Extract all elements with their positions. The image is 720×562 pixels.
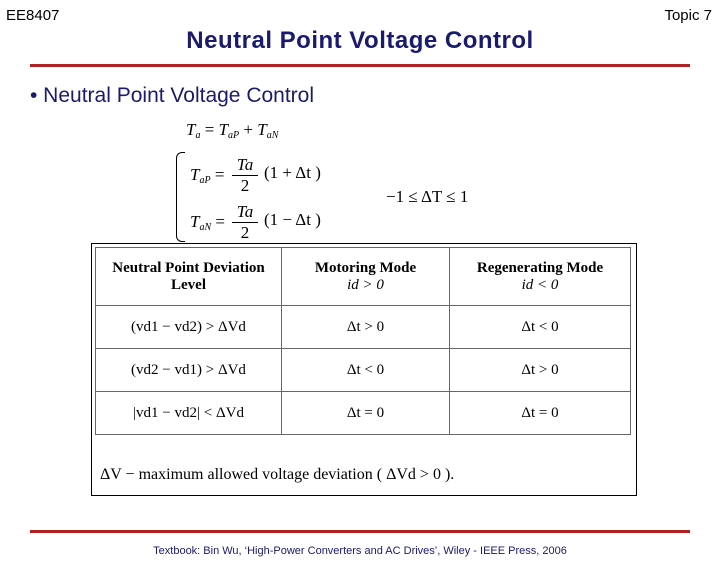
table-cell: |vd1 − vd2| < ΔVd bbox=[95, 391, 282, 435]
header-motoring-mode: Motoring Mode id > 0 bbox=[281, 247, 450, 306]
equation-total-time: Ta = TaP + TaN bbox=[186, 120, 279, 141]
equation-tan-lhs: TaN = bbox=[190, 212, 225, 233]
deviation-table-grid: Neutral Point Deviation Level Motoring M… bbox=[95, 247, 631, 435]
textbook-reference: Textbook: Bin Wu, ‘High-Power Converters… bbox=[153, 545, 567, 557]
table-cell: Δt < 0 bbox=[281, 348, 450, 392]
factor-minus-dt: (1 − Δt ) bbox=[264, 210, 321, 229]
fraction-ta-over-2: Ta 2 bbox=[232, 155, 258, 196]
equation-tap-lhs: TaP = bbox=[190, 165, 225, 186]
table-cell: Δt = 0 bbox=[449, 391, 631, 435]
factor-plus-dt: (1 + Δt ) bbox=[264, 163, 321, 182]
table-cell: Δt = 0 bbox=[281, 391, 450, 435]
page-title: Neutral Point Voltage Control bbox=[186, 27, 534, 54]
topic-label: Topic 7 bbox=[664, 7, 712, 24]
table-header-row: Neutral Point Deviation Level Motoring M… bbox=[95, 247, 631, 306]
fraction-ta-over-2: Ta 2 bbox=[232, 202, 258, 243]
table-cell: (vd2 − vd1) > ΔVd bbox=[95, 348, 282, 392]
table-row: (vd2 − vd1) > ΔVd Δt < 0 Δt > 0 bbox=[95, 348, 631, 392]
table-cell: Δt < 0 bbox=[449, 305, 631, 349]
table-footnote: ΔV − maximum allowed voltage deviation (… bbox=[100, 466, 455, 483]
table-row: |vd1 − vd2| < ΔVd Δt = 0 Δt = 0 bbox=[95, 391, 631, 435]
table-row: (vd1 − vd2) > ΔVd Δt > 0 Δt < 0 bbox=[95, 305, 631, 349]
top-divider bbox=[30, 64, 690, 67]
table-cell: Δt > 0 bbox=[281, 305, 450, 349]
equation-brace bbox=[176, 152, 185, 242]
bullet-heading: • Neutral Point Voltage Control bbox=[30, 84, 315, 107]
delta-t-range: −1 ≤ ΔT ≤ 1 bbox=[386, 187, 469, 206]
deviation-table: Neutral Point Deviation Level Motoring M… bbox=[91, 243, 637, 496]
table-cell: Δt > 0 bbox=[449, 348, 631, 392]
table-cell: (vd1 − vd2) > ΔVd bbox=[95, 305, 282, 349]
header-regenerating-mode: Regenerating Mode id < 0 bbox=[449, 247, 631, 306]
course-code: EE8407 bbox=[6, 7, 60, 24]
header-deviation-level: Neutral Point Deviation Level bbox=[95, 247, 282, 306]
bottom-divider bbox=[30, 530, 690, 533]
